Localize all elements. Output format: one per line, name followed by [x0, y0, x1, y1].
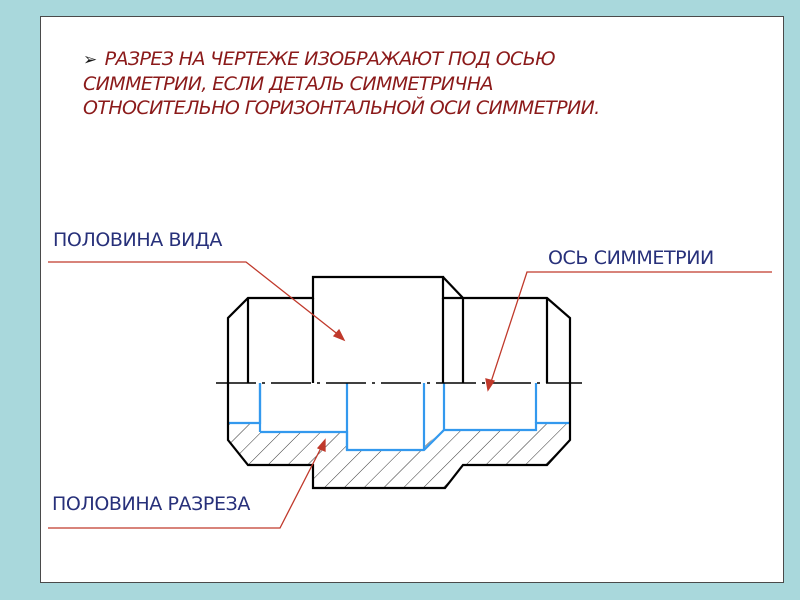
heading-line-1: РАЗРЕЗ НА ЧЕРТЕЖЕ ИЗОБРАЖАЮТ ПОД ОСЬЮ [104, 48, 556, 70]
label-half-view: ПОЛОВИНА ВИДА [53, 229, 222, 251]
heading-line-3: ОТНОСИТЕЛЬНО ГОРИЗОНТАЛЬНОЙ ОСИ СИММЕТРИ… [83, 97, 600, 119]
label-axis: ОСЬ СИММЕТРИИ [548, 247, 714, 269]
heading-text: ➢ РАЗРЕЗ НА ЧЕРТЕЖЕ ИЗОБРАЖАЮТ ПОД ОСЬЮ С… [83, 47, 703, 120]
section-inner-lines [228, 383, 570, 452]
heading-line-2: СИММЕТРИИ, ЕСЛИ ДЕТАЛЬ СИММЕТРИЧНА [83, 73, 494, 95]
part-outline [226, 275, 572, 490]
leader-lines [48, 261, 772, 529]
arrow-bullet-icon: ➢ [83, 50, 97, 70]
label-half-section: ПОЛОВИНА РАЗРЕЗА [52, 493, 250, 515]
